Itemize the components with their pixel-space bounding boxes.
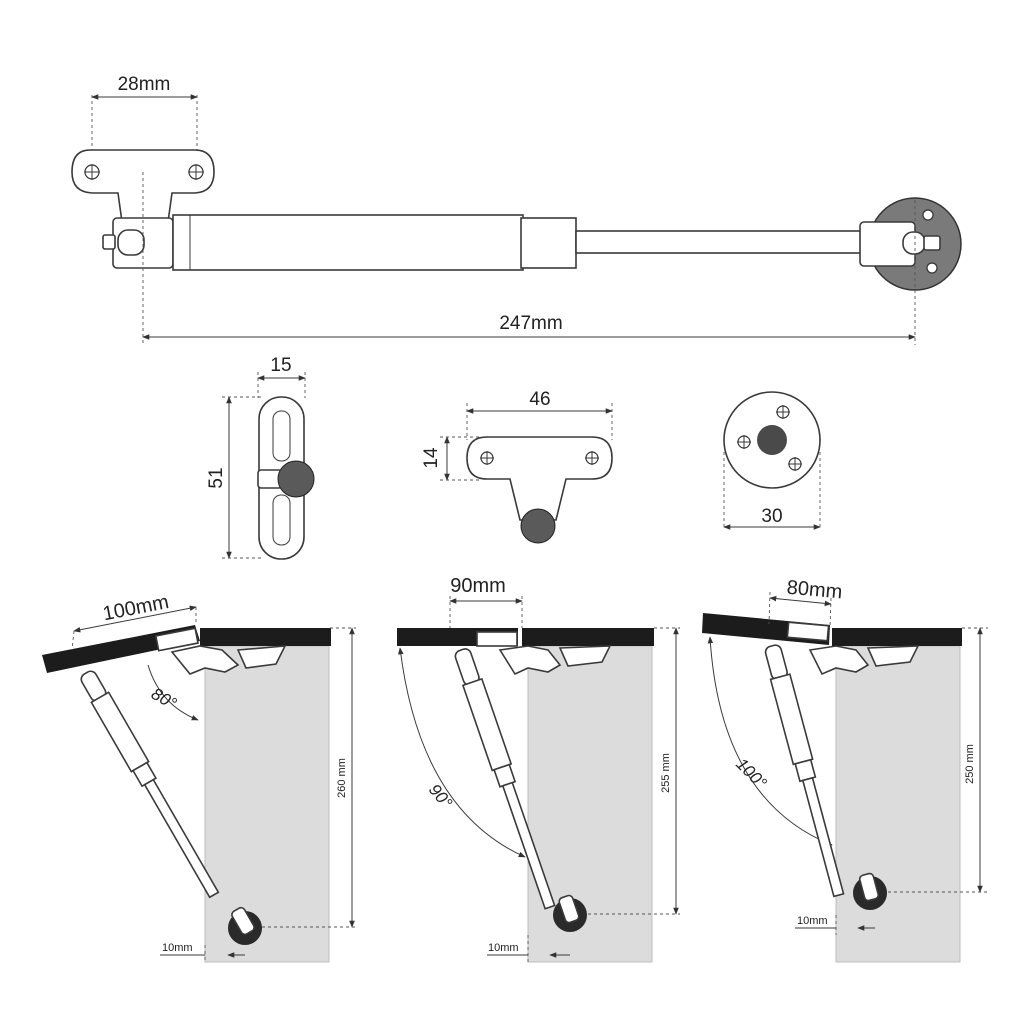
total-length-label: 247mm: [499, 313, 562, 334]
mount-plate-height-label: 14: [421, 447, 442, 469]
opening-angle-label: 90°: [425, 780, 456, 812]
slot-bracket-height-label: 51: [206, 467, 227, 488]
mount-plate-width-label: 46: [529, 389, 550, 410]
strut-collar: [520, 217, 577, 269]
opening-angle-label: 100°: [732, 754, 770, 792]
top-strut: 28mm 247mm: [71, 74, 962, 345]
strut-cylinder: [172, 214, 524, 271]
cabinet-top-board: [832, 628, 962, 646]
cabinet-side: [835, 645, 961, 963]
gas-strut: [764, 644, 845, 898]
offset-label: 10mm: [162, 942, 193, 954]
total-length-dimension: 247mm: [142, 172, 916, 345]
round-plate-detail: 30: [723, 391, 821, 530]
gas-strut: [80, 670, 220, 899]
cabinet-side: [204, 645, 330, 963]
cabinet-side: [527, 645, 653, 963]
slot-bracket-detail: 15 51: [206, 355, 315, 560]
mount-plate-detail: 46 14: [421, 389, 613, 544]
opening-angle-label: 80°: [148, 684, 180, 713]
cabinet-top-board: [522, 628, 654, 646]
mount-plate-knob-icon: [520, 508, 556, 544]
bracket-width-label: 28mm: [118, 74, 171, 95]
round-plate-center-icon: [757, 425, 787, 455]
installation-80: 100mm 80° 260 mm 10mm: [42, 591, 356, 963]
hinge: [170, 645, 240, 675]
mount-height-label: 255 mm: [660, 753, 672, 793]
gas-strut: [454, 648, 556, 910]
installation-100: 80mm 100° 250 mm 10mm: [702, 577, 988, 963]
disc-hole-icon: [926, 262, 938, 274]
cabinet-top-board: [200, 628, 331, 646]
offset-label: 10mm: [488, 942, 519, 954]
slot-bracket-knob-icon: [277, 460, 315, 498]
lid-depth-label: 80mm: [786, 577, 843, 604]
offset-label: 10mm: [797, 915, 828, 927]
installation-90: 90mm 90° 255 mm 10mm: [397, 575, 680, 963]
strut-piston-rod: [575, 230, 865, 254]
slot-bracket-width-label: 15: [270, 355, 291, 376]
mount-height-label: 250 mm: [964, 744, 976, 784]
lid-depth-label: 100mm: [101, 591, 171, 625]
lid-depth-label: 90mm: [450, 575, 506, 597]
disc-hole-icon: [922, 209, 934, 221]
round-plate-diameter-label: 30: [761, 506, 782, 527]
mount-height-label: 260 mm: [336, 758, 348, 798]
bracket-width-dimension: 28mm: [91, 74, 198, 160]
